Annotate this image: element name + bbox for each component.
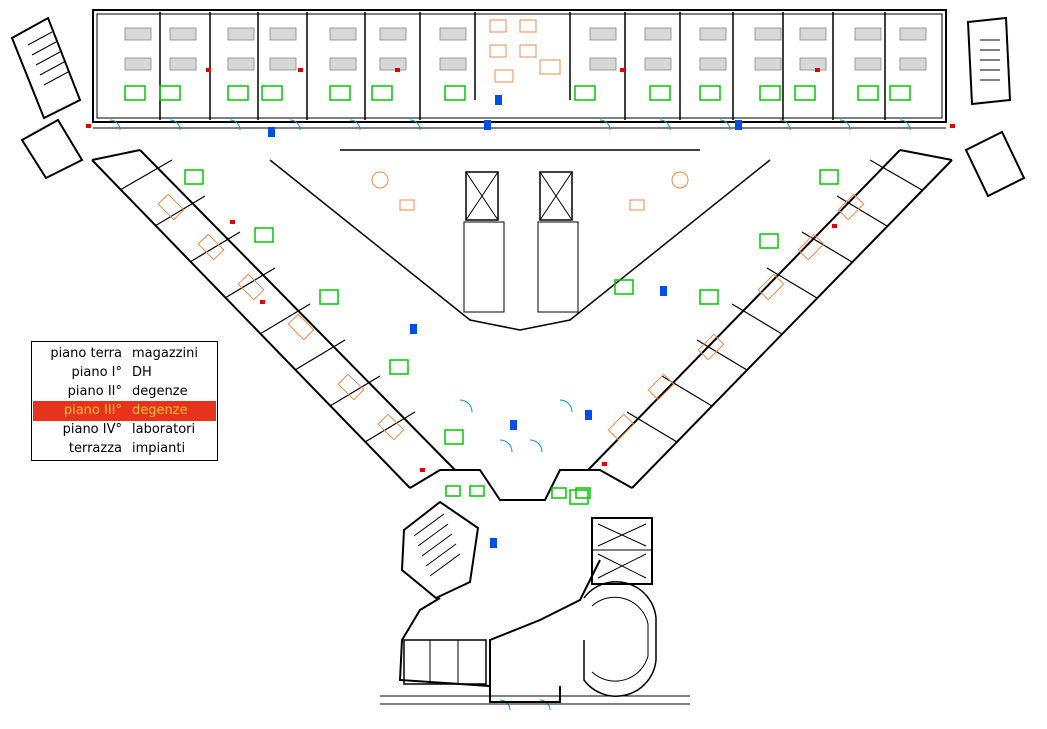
legend-row-first: piano I° DH — [33, 363, 216, 383]
elevator-shafts — [465, 171, 573, 221]
legend-use: magazzini — [132, 346, 198, 361]
legend-floor: piano I° — [71, 365, 123, 380]
north-wing-beds — [124, 27, 927, 71]
north-wing — [92, 9, 947, 129]
legend-row-ground: piano terra magazzini — [33, 344, 216, 364]
legend-floor: terrazza — [68, 441, 122, 456]
legend-row-terrace: terrazza impianti — [33, 439, 216, 459]
south-core-bathrooms — [445, 485, 591, 499]
legend-floor: piano IV° — [62, 422, 122, 437]
north-wing-bathrooms — [124, 85, 911, 101]
legend-row-fourth: piano IV° laboratori — [33, 420, 216, 440]
legend-use: degenze — [132, 384, 188, 399]
south-stair-treads — [413, 513, 647, 579]
legend-floor: piano terra — [50, 346, 122, 361]
legend-use: laboratori — [132, 422, 196, 437]
floor-legend: piano terra magazzini piano I° DH piano … — [31, 341, 218, 461]
legend-floor: piano II° — [67, 384, 122, 399]
legend-floor: piano III° — [63, 403, 122, 418]
east-wing-room-walls — [626, 159, 923, 443]
wing-furniture — [157, 171, 865, 441]
north-wing-office-furniture — [489, 19, 561, 83]
legend-row-third-highlighted: piano III° degenze — [33, 401, 216, 421]
red-markers — [86, 68, 955, 472]
west-wing-room-walls — [119, 159, 416, 443]
legend-use: impianti — [132, 441, 186, 456]
stair-tread-lines — [27, 31, 1000, 86]
legend-row-second: piano II° degenze — [33, 382, 216, 402]
legend-use: DH — [132, 365, 152, 380]
door-swings — [109, 119, 911, 711]
inner-courtyard — [269, 149, 771, 331]
east-wing — [587, 149, 953, 489]
stair-towers — [10, 16, 1026, 198]
legend-use: degenze — [132, 403, 188, 418]
south-core — [380, 469, 690, 705]
equipment-icons — [268, 95, 742, 548]
wing-bathrooms — [184, 169, 839, 505]
north-wing-room-walls — [159, 12, 886, 120]
